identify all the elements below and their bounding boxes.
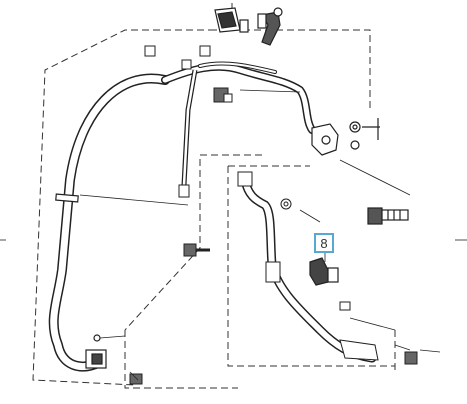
suction-hose <box>237 171 379 363</box>
inner-assembly-outline <box>124 154 396 370</box>
discharge-hose <box>48 73 170 372</box>
top-clip-parts <box>214 7 283 46</box>
block-fitting <box>311 118 380 156</box>
part-callout-8: 8 <box>314 233 334 253</box>
vertical-pipe <box>178 69 198 198</box>
part-callout-label: 8 <box>320 235 328 251</box>
leader-lines <box>0 89 467 381</box>
hose-end-fitting <box>85 334 107 369</box>
upper-pipe <box>161 61 316 134</box>
hose-clip <box>309 257 339 286</box>
fasteners <box>129 45 418 385</box>
bolt <box>367 207 409 225</box>
